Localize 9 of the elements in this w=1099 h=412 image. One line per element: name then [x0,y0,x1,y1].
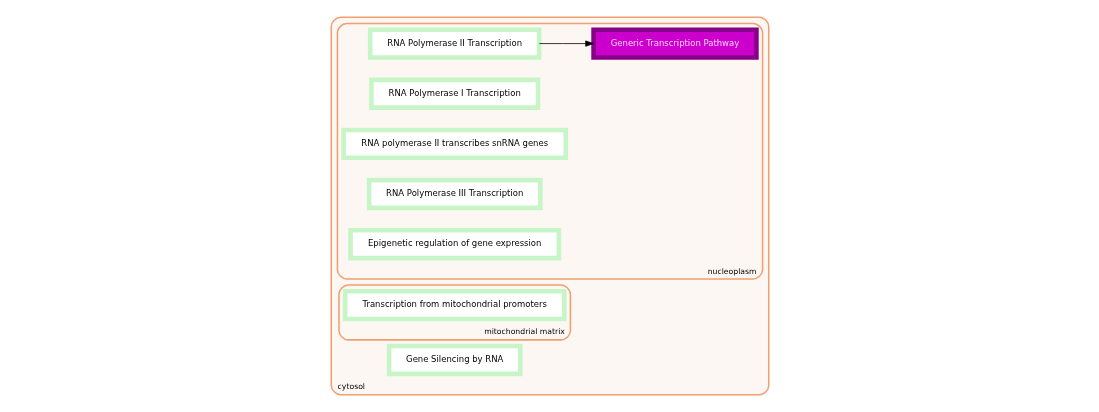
node-box: RNA polymerase II transcribes snRNA genes [340,127,568,161]
node-box: Transcription from mitochondrial promoters [342,288,567,322]
node-box: Generic Transcription Pathway [590,27,759,60]
arrow [538,40,594,47]
node-box: RNA Polymerase II Transcription [367,27,541,60]
node-box: Gene Silencing by RNA [386,343,523,377]
node-box: RNA Polymerase III Transcription [366,177,543,211]
node-box: Epigenetic regulation of gene expression [347,228,561,261]
node-box: RNA Polymerase I Transcription [368,77,540,110]
